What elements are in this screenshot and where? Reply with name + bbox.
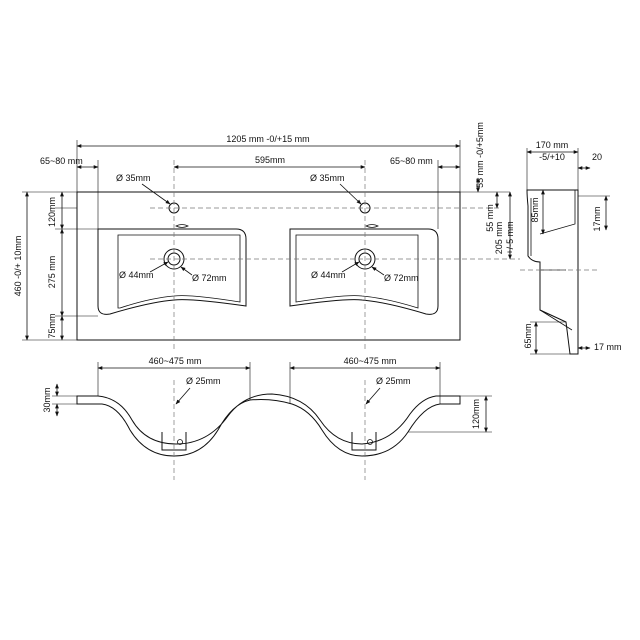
- basin-length-label: 275 mm: [47, 256, 57, 289]
- left-overflow: [175, 224, 189, 228]
- section-height-label: 120mm: [471, 399, 481, 429]
- right-top-label: 55 mm -0/+5mm: [475, 122, 485, 188]
- side-depth-label: 170 mm: [536, 140, 569, 150]
- side-top-offset-label: 20: [592, 152, 602, 162]
- side-view: 170 mm -5/+10 20 85mm 17mm 65mm 17 mm: [520, 140, 622, 355]
- front-margin-label: 75mm: [47, 313, 57, 338]
- countertop-outline: [76, 191, 461, 341]
- section-drain-right: [351, 432, 377, 451]
- side-depth-tol-label: -5/+10: [539, 152, 565, 162]
- section-view: 460~475 mm 460~475 mm Ø 25mm Ø 25mm 30mm…: [42, 356, 492, 480]
- depth-label: 460 -0/+ 10mm: [13, 236, 23, 297]
- right-basin-inner: [295, 234, 419, 309]
- top-view: 1205 mm -0/+15 mm 65~80 mm 65~80 mm 595m…: [13, 122, 520, 350]
- section-bowl-right-label: 460~475 mm: [344, 356, 397, 366]
- edge-left-label: 65~80 mm: [40, 156, 83, 166]
- right-small-label: 55 mm: [485, 204, 495, 232]
- overall-width-label: 1205 mm -0/+15 mm: [226, 134, 309, 144]
- drain-left-outer-label: Ø 72mm: [192, 273, 227, 283]
- side-back-height-label: 85mm: [530, 197, 540, 222]
- tap-hole-right-label: Ø 35mm: [310, 173, 345, 183]
- section-drain-left: [161, 432, 187, 451]
- right-basin-outline: [289, 228, 439, 315]
- side-lip-label: 17mm: [592, 206, 602, 231]
- side-bottom-height-label: 65mm: [523, 323, 533, 348]
- section-profile-outer: [76, 393, 461, 457]
- hole-spacing-label: 595mm: [255, 155, 285, 165]
- drain-right-inner-label: Ø 44mm: [311, 270, 346, 280]
- back-to-hole-label: 120mm: [47, 197, 57, 227]
- side-bottom-lip-label: 17 mm: [594, 342, 622, 352]
- right-drain-label: 205 mm: [494, 222, 504, 255]
- right-drain-tol-label: +/-5 mm: [505, 221, 515, 254]
- right-overflow: [365, 224, 379, 228]
- drain-left-inner-label: Ø 44mm: [119, 270, 154, 280]
- section-rim-label: 30mm: [42, 387, 52, 412]
- left-basin-inner: [117, 234, 241, 309]
- drain-right-outer-label: Ø 72mm: [384, 273, 419, 283]
- tap-hole-left-label: Ø 35mm: [116, 173, 151, 183]
- section-waste-left-label: Ø 25mm: [186, 376, 221, 386]
- side-profile: [526, 189, 579, 355]
- edge-right-label: 65~80 mm: [390, 156, 433, 166]
- section-waste-right-label: Ø 25mm: [376, 376, 411, 386]
- section-bowl-left-label: 460~475 mm: [149, 356, 202, 366]
